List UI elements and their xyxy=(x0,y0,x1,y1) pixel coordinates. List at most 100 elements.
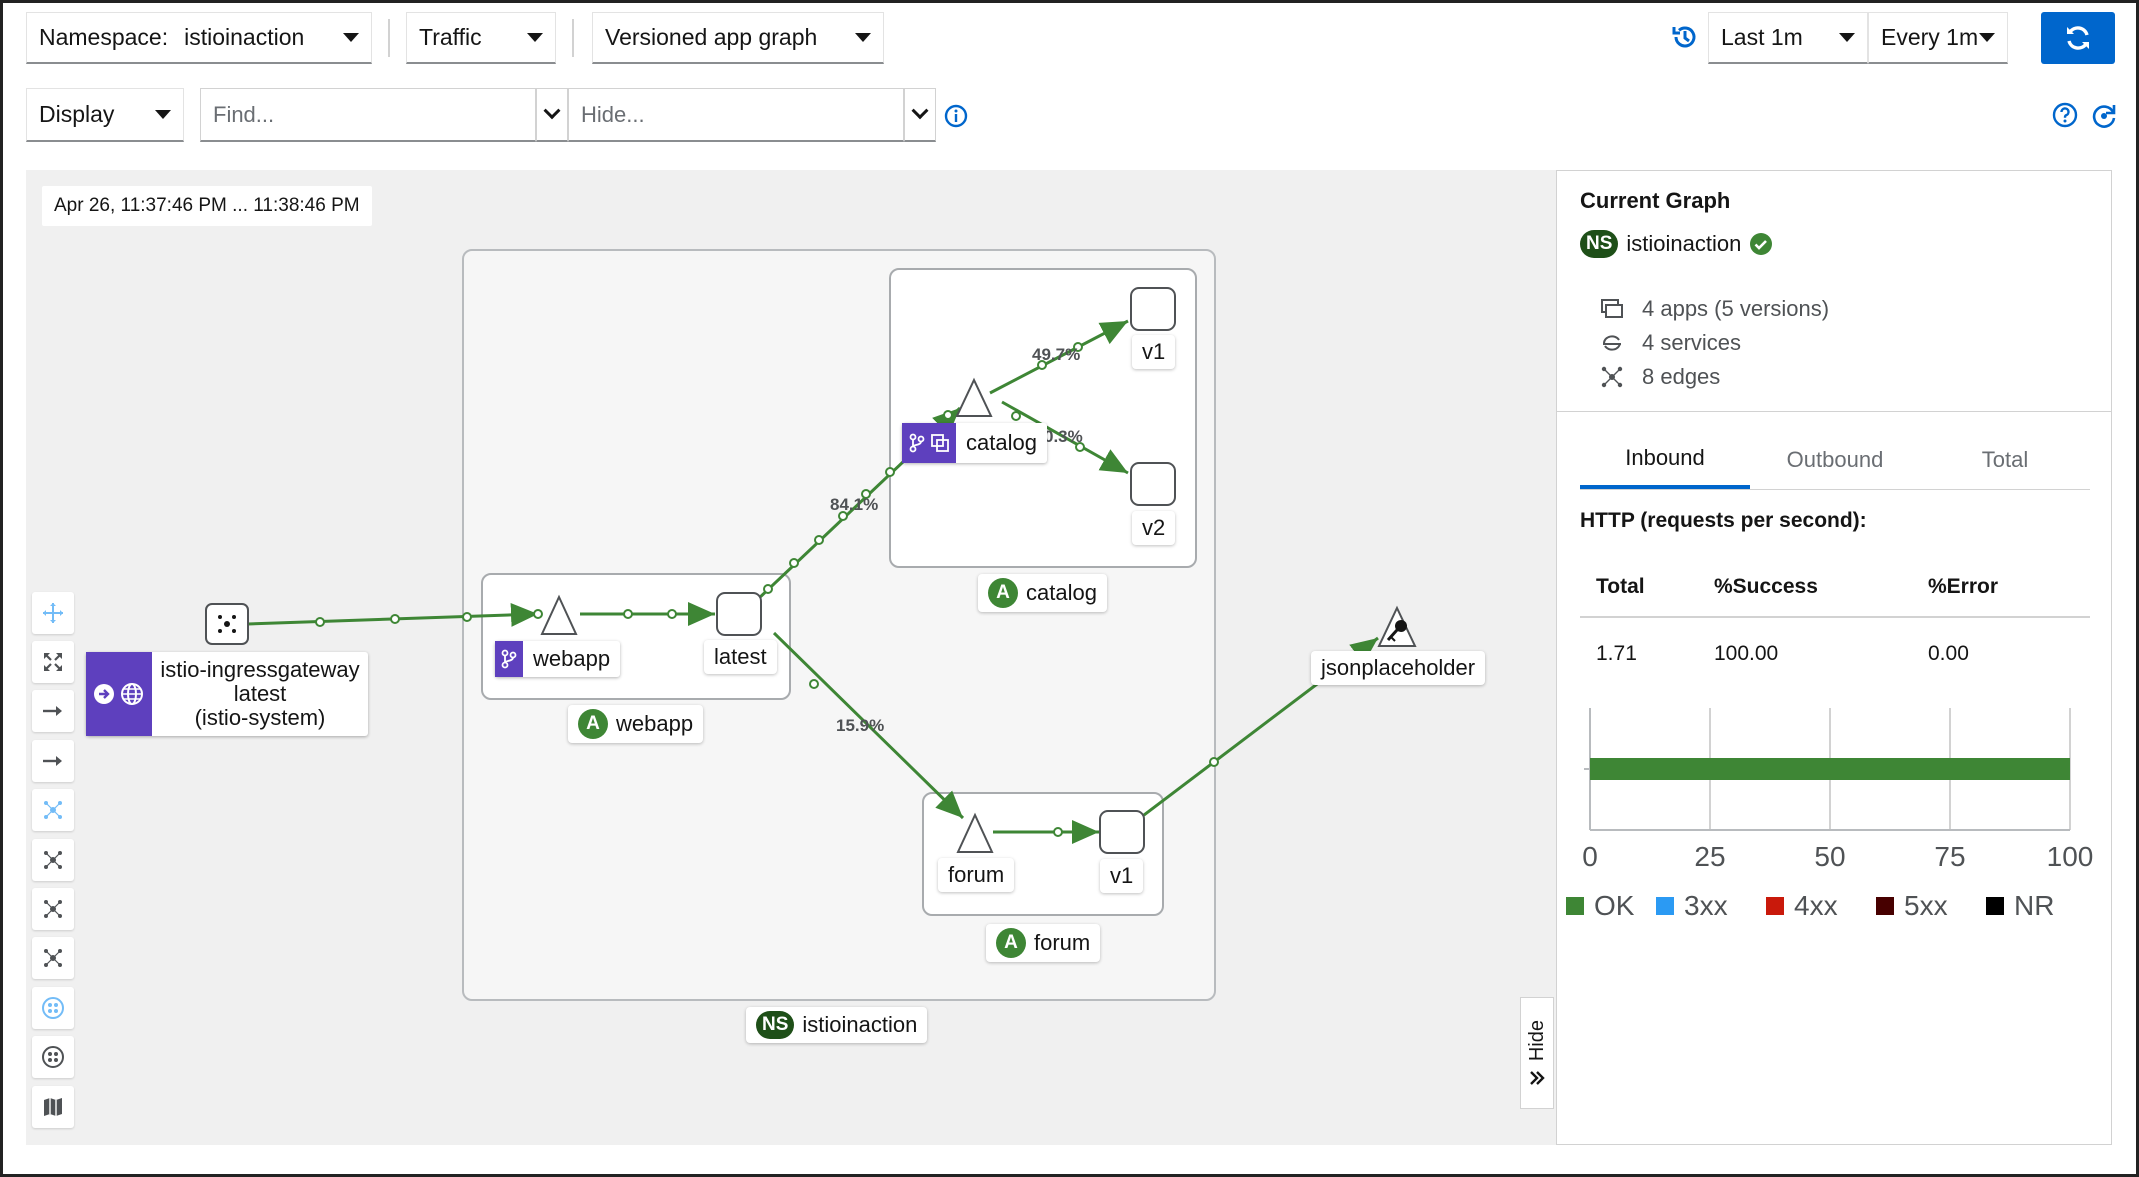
legend-button[interactable] xyxy=(32,1086,74,1128)
namespace-box-label[interactable]: NS istioinaction xyxy=(746,1007,928,1043)
legend-label-3xx: 3xx xyxy=(1684,890,1728,921)
topology-icon xyxy=(44,949,62,967)
edge-label-catalog: 84.1% xyxy=(830,495,879,514)
applications-icon xyxy=(1601,299,1623,318)
summary-edges: 8 edges xyxy=(1600,364,1720,390)
catalog-service-triangle xyxy=(955,377,993,417)
refresh-interval-select[interactable]: Every 1m xyxy=(1868,12,2008,64)
edges-count: 8 edges xyxy=(1642,364,1721,389)
move-icon xyxy=(43,603,63,623)
catalog-app-name: catalog xyxy=(1026,580,1097,605)
forum-service-label[interactable]: forum xyxy=(938,858,1015,892)
graph-type-select[interactable]: Versioned app graph xyxy=(592,12,884,64)
traffic-tabs: Inbound Outbound Total xyxy=(1580,430,2090,490)
app-badge: A xyxy=(988,578,1018,608)
caret-down-icon xyxy=(343,33,359,42)
jsonplaceholder-label[interactable]: jsonplaceholder xyxy=(1311,651,1486,685)
app-badge: A xyxy=(578,709,608,739)
webapp-app-name: webapp xyxy=(616,711,694,736)
catalog-v1-label[interactable]: v1 xyxy=(1132,335,1176,369)
graph-type-label: Versioned app graph xyxy=(605,24,818,50)
namespace-icon xyxy=(42,997,64,1019)
refresh-interval-label: Every 1m xyxy=(1881,24,1979,50)
webapp-service-name: webapp xyxy=(533,646,611,671)
forum-app-label[interactable]: A forum xyxy=(986,924,1101,962)
webapp-service-label[interactable]: webapp xyxy=(495,641,621,677)
legend-swatch-ok xyxy=(1566,897,1584,915)
summary-apps: 4 apps (5 versions) xyxy=(1600,296,1829,322)
layout-3-button[interactable] xyxy=(32,839,74,881)
branch-icon xyxy=(501,649,517,669)
ingress-node-label[interactable]: istio-ingressgateway latest (istio-syste… xyxy=(86,652,368,736)
check-circle-icon xyxy=(1750,233,1773,255)
expand-icon xyxy=(44,653,62,671)
webapp-latest-node xyxy=(716,592,762,636)
namespace-label: Namespace: xyxy=(39,24,169,50)
divider xyxy=(388,19,390,57)
traffic-label: Traffic xyxy=(419,24,482,50)
topology-icon xyxy=(44,801,62,819)
refresh-button[interactable] xyxy=(2041,12,2115,64)
caret-down-icon xyxy=(1979,33,1995,42)
namespace-value: istioinaction xyxy=(184,24,305,50)
zoom-to-fit-button[interactable] xyxy=(32,641,74,683)
namespace-box-name: istioinaction xyxy=(802,1012,918,1037)
webapp-service-triangle xyxy=(540,594,578,635)
display-select[interactable]: Display xyxy=(26,88,184,142)
hide-input[interactable]: Hide... xyxy=(568,88,904,142)
catalog-v2-label[interactable]: v2 xyxy=(1132,511,1176,545)
find-input[interactable]: Find... xyxy=(200,88,536,142)
traffic-select[interactable]: Traffic xyxy=(406,12,556,64)
namespace-layout-2-button[interactable] xyxy=(32,1036,74,1078)
edge-catalog-v2 xyxy=(1001,400,1129,475)
layout-1-button[interactable] xyxy=(32,740,74,782)
duration-label: Last 1m xyxy=(1721,24,1803,50)
legend-swatch-4xx xyxy=(1766,897,1784,915)
catalog-v2-node xyxy=(1130,462,1176,506)
chart-tick-label: 100 xyxy=(2047,841,2094,872)
pan-zoom-button[interactable] xyxy=(32,592,74,634)
layout-2-button[interactable] xyxy=(32,789,74,831)
topology-icon xyxy=(44,851,62,869)
replay-icon[interactable] xyxy=(2090,102,2118,135)
ingress-namespace: (istio-system) xyxy=(194,705,326,730)
find-dropdown-button[interactable] xyxy=(536,88,568,142)
help-icon[interactable] xyxy=(2052,102,2078,133)
legend-swatch-5xx xyxy=(1876,897,1894,915)
catalog-app-label[interactable]: A catalog xyxy=(978,574,1107,612)
tab-outbound[interactable]: Outbound xyxy=(1786,446,1884,472)
edge-label-catalog-v1: 49.7% xyxy=(1032,345,1081,364)
webapp-version-label[interactable]: latest xyxy=(704,640,777,674)
caret-down-icon xyxy=(855,33,871,42)
legend-swatch-3xx xyxy=(1656,897,1674,915)
side-panel-title: Current Graph xyxy=(1580,188,1731,213)
layout-default-button[interactable] xyxy=(32,690,74,732)
tab-total[interactable]: Total xyxy=(1981,446,2029,472)
webapp-app-label[interactable]: A webapp xyxy=(568,705,704,743)
namespace-layout-button[interactable] xyxy=(32,987,74,1029)
rate-table: Total %Success %Error 1.71 100.00 0.00 xyxy=(1580,558,2090,690)
hide-panel-button[interactable]: Hide xyxy=(1520,997,1554,1109)
hide-dropdown-button[interactable] xyxy=(904,88,936,142)
edge-label-catalog-v2: 0.3% xyxy=(1044,427,1083,446)
ingress-version: latest xyxy=(233,681,287,706)
layout-4-button[interactable] xyxy=(32,888,74,930)
info-icon[interactable] xyxy=(944,104,968,133)
edge-label-forum: 15.9% xyxy=(836,716,885,735)
duration-select[interactable]: Last 1m xyxy=(1708,12,1868,64)
namespace-badge: NS xyxy=(756,1011,795,1039)
side-panel xyxy=(1556,170,2112,1145)
namespace-select[interactable]: Namespace: istioinaction xyxy=(26,12,372,64)
history-icon[interactable] xyxy=(1670,22,1700,52)
legend-label-ok: OK xyxy=(1594,890,1635,921)
layout-5-button[interactable] xyxy=(32,937,74,979)
services-count: 4 services xyxy=(1642,330,1742,355)
catalog-service-label[interactable]: catalog xyxy=(902,423,1047,463)
forum-app-name: forum xyxy=(1034,930,1091,955)
service-badge xyxy=(902,423,956,463)
refresh-icon xyxy=(2067,26,2089,50)
forum-v1-label[interactable]: v1 xyxy=(1100,859,1144,893)
tab-inbound[interactable]: Inbound xyxy=(1580,430,1750,489)
arrow-right-icon xyxy=(43,756,62,766)
